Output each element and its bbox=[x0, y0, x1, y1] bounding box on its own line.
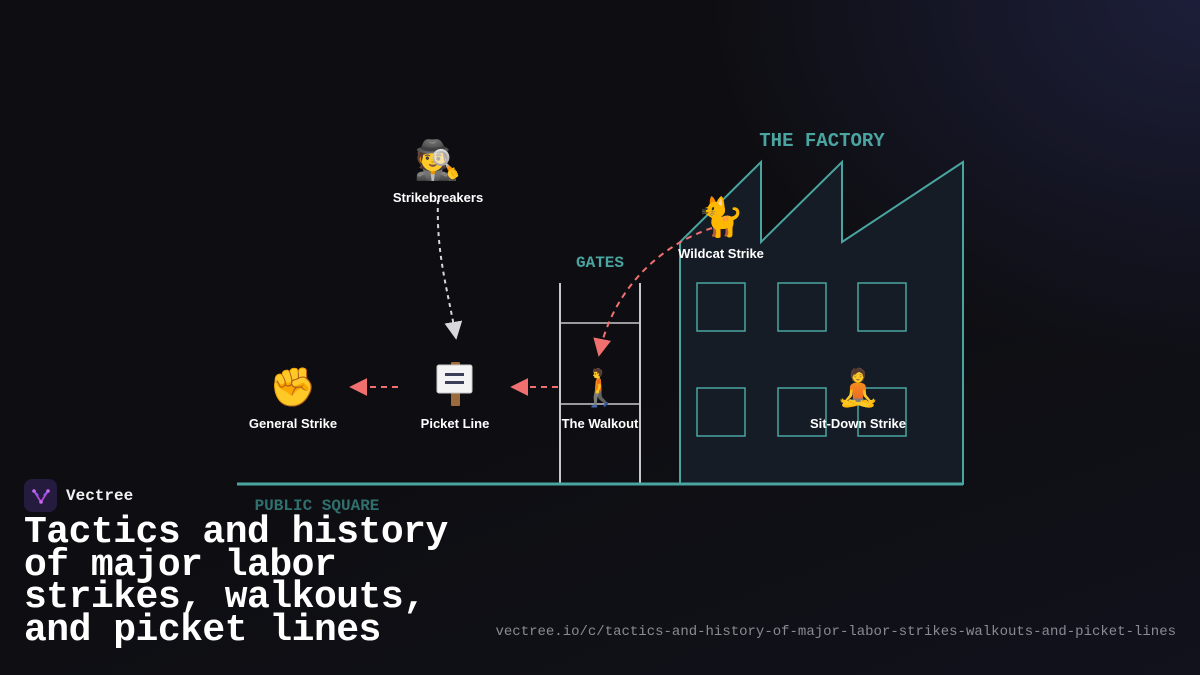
brand: Vectree bbox=[24, 479, 133, 512]
node-label-wildcat-strike: Wildcat Strike bbox=[678, 246, 764, 261]
page-url: vectree.io/c/tactics-and-history-of-majo… bbox=[495, 624, 1176, 640]
node-label-the-walkout: The Walkout bbox=[562, 416, 639, 431]
gates-area-label: GATES bbox=[576, 254, 624, 272]
node-label-sit-down-strike: Sit-Down Strike bbox=[810, 416, 906, 431]
factory-window bbox=[777, 282, 827, 332]
raised-fist-icon: ✊ bbox=[269, 366, 316, 410]
node-label-picket-line: Picket Line bbox=[421, 416, 490, 431]
factory-building bbox=[679, 159, 964, 485]
vectree-logo-icon bbox=[24, 479, 57, 512]
factory-window bbox=[696, 282, 746, 332]
cat-icon: 🐈 bbox=[697, 195, 744, 239]
factory-gates bbox=[559, 283, 641, 484]
brand-name: Vectree bbox=[66, 486, 134, 505]
node-wildcat-strike: 🐈 Wildcat Strike bbox=[678, 195, 764, 261]
node-strikebreakers: 🕵️ Strikebreakers bbox=[393, 138, 483, 205]
node-sit-down-strike: 🧘 Sit-Down Strike bbox=[810, 367, 906, 431]
factory-window bbox=[857, 282, 907, 332]
factory-window bbox=[696, 387, 746, 437]
detective-icon: 🕵️ bbox=[414, 138, 461, 182]
node-the-walkout: 🚶 The Walkout bbox=[562, 367, 639, 431]
factory-window bbox=[777, 387, 827, 437]
node-general-strike: ✊ General Strike bbox=[249, 366, 337, 431]
page-title: Tactics and history of major labor strik… bbox=[24, 511, 448, 652]
picket-sign-icon bbox=[436, 362, 473, 406]
node-picket-line: Picket Line bbox=[421, 362, 490, 431]
factory-windows bbox=[696, 282, 907, 437]
factory-area-label: THE FACTORY bbox=[759, 130, 885, 152]
edge-wildcat-to-walkout bbox=[593, 227, 713, 357]
node-label-general-strike: General Strike bbox=[249, 416, 337, 431]
factory-window bbox=[857, 387, 907, 437]
node-label-strikebreakers: Strikebreakers bbox=[393, 190, 483, 205]
public-square-area-label: PUBLIC SQUARE bbox=[255, 497, 380, 515]
meditating-person-icon: 🧘 bbox=[836, 367, 881, 408]
edge-strikebreakers-to-picket bbox=[436, 199, 463, 340]
walking-person-icon: 🚶 bbox=[578, 367, 623, 408]
